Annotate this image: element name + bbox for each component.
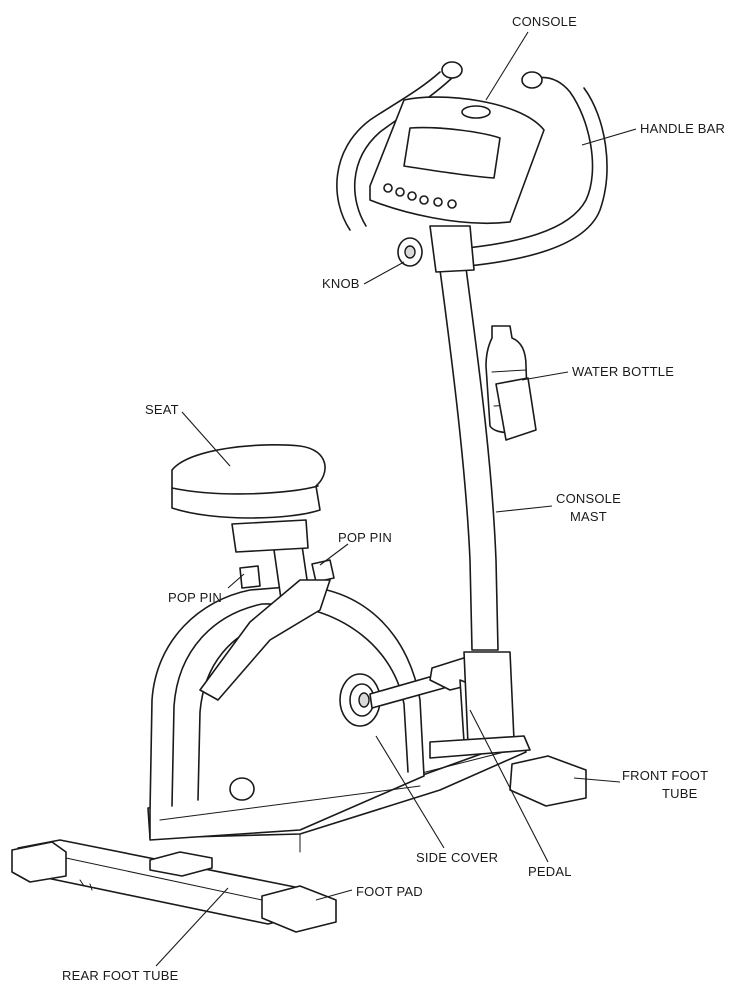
front-foot-tube-shape [509,755,587,807]
label-console: CONSOLE [512,14,577,29]
label-water-bottle: WATER BOTTLE [572,364,675,379]
label-knob: KNOB [322,276,360,291]
rear-foot-tube-shape [11,839,337,933]
console-shape [369,96,545,273]
handle-bar-shape [336,61,608,269]
foot-pad-shape [149,851,213,877]
label-console-mast-line1: CONSOLE [556,491,621,506]
label-front-foot-tube-line2: TUBE [662,786,698,801]
label-pedal: PEDAL [528,864,572,879]
seat-assembly [171,444,335,701]
leader-lines [155,31,637,967]
label-pop-pin-upper: POP PIN [338,530,392,545]
side-cover-shape [149,585,425,841]
label-pop-pin-lower: POP PIN [168,590,222,605]
label-console-mast-line2: MAST [570,509,607,524]
label-side-cover: SIDE COVER [416,850,499,865]
water-bottle-shape [485,325,537,441]
label-rear-foot-tube: REAR FOOT TUBE [62,968,179,983]
console-mast-shape [429,267,531,759]
label-foot-pad: FOOT PAD [356,884,423,899]
label-handle-bar: HANDLE BAR [640,121,726,136]
label-front-foot-tube-line1: FRONT FOOT [622,768,709,783]
label-seat: SEAT [145,402,179,417]
